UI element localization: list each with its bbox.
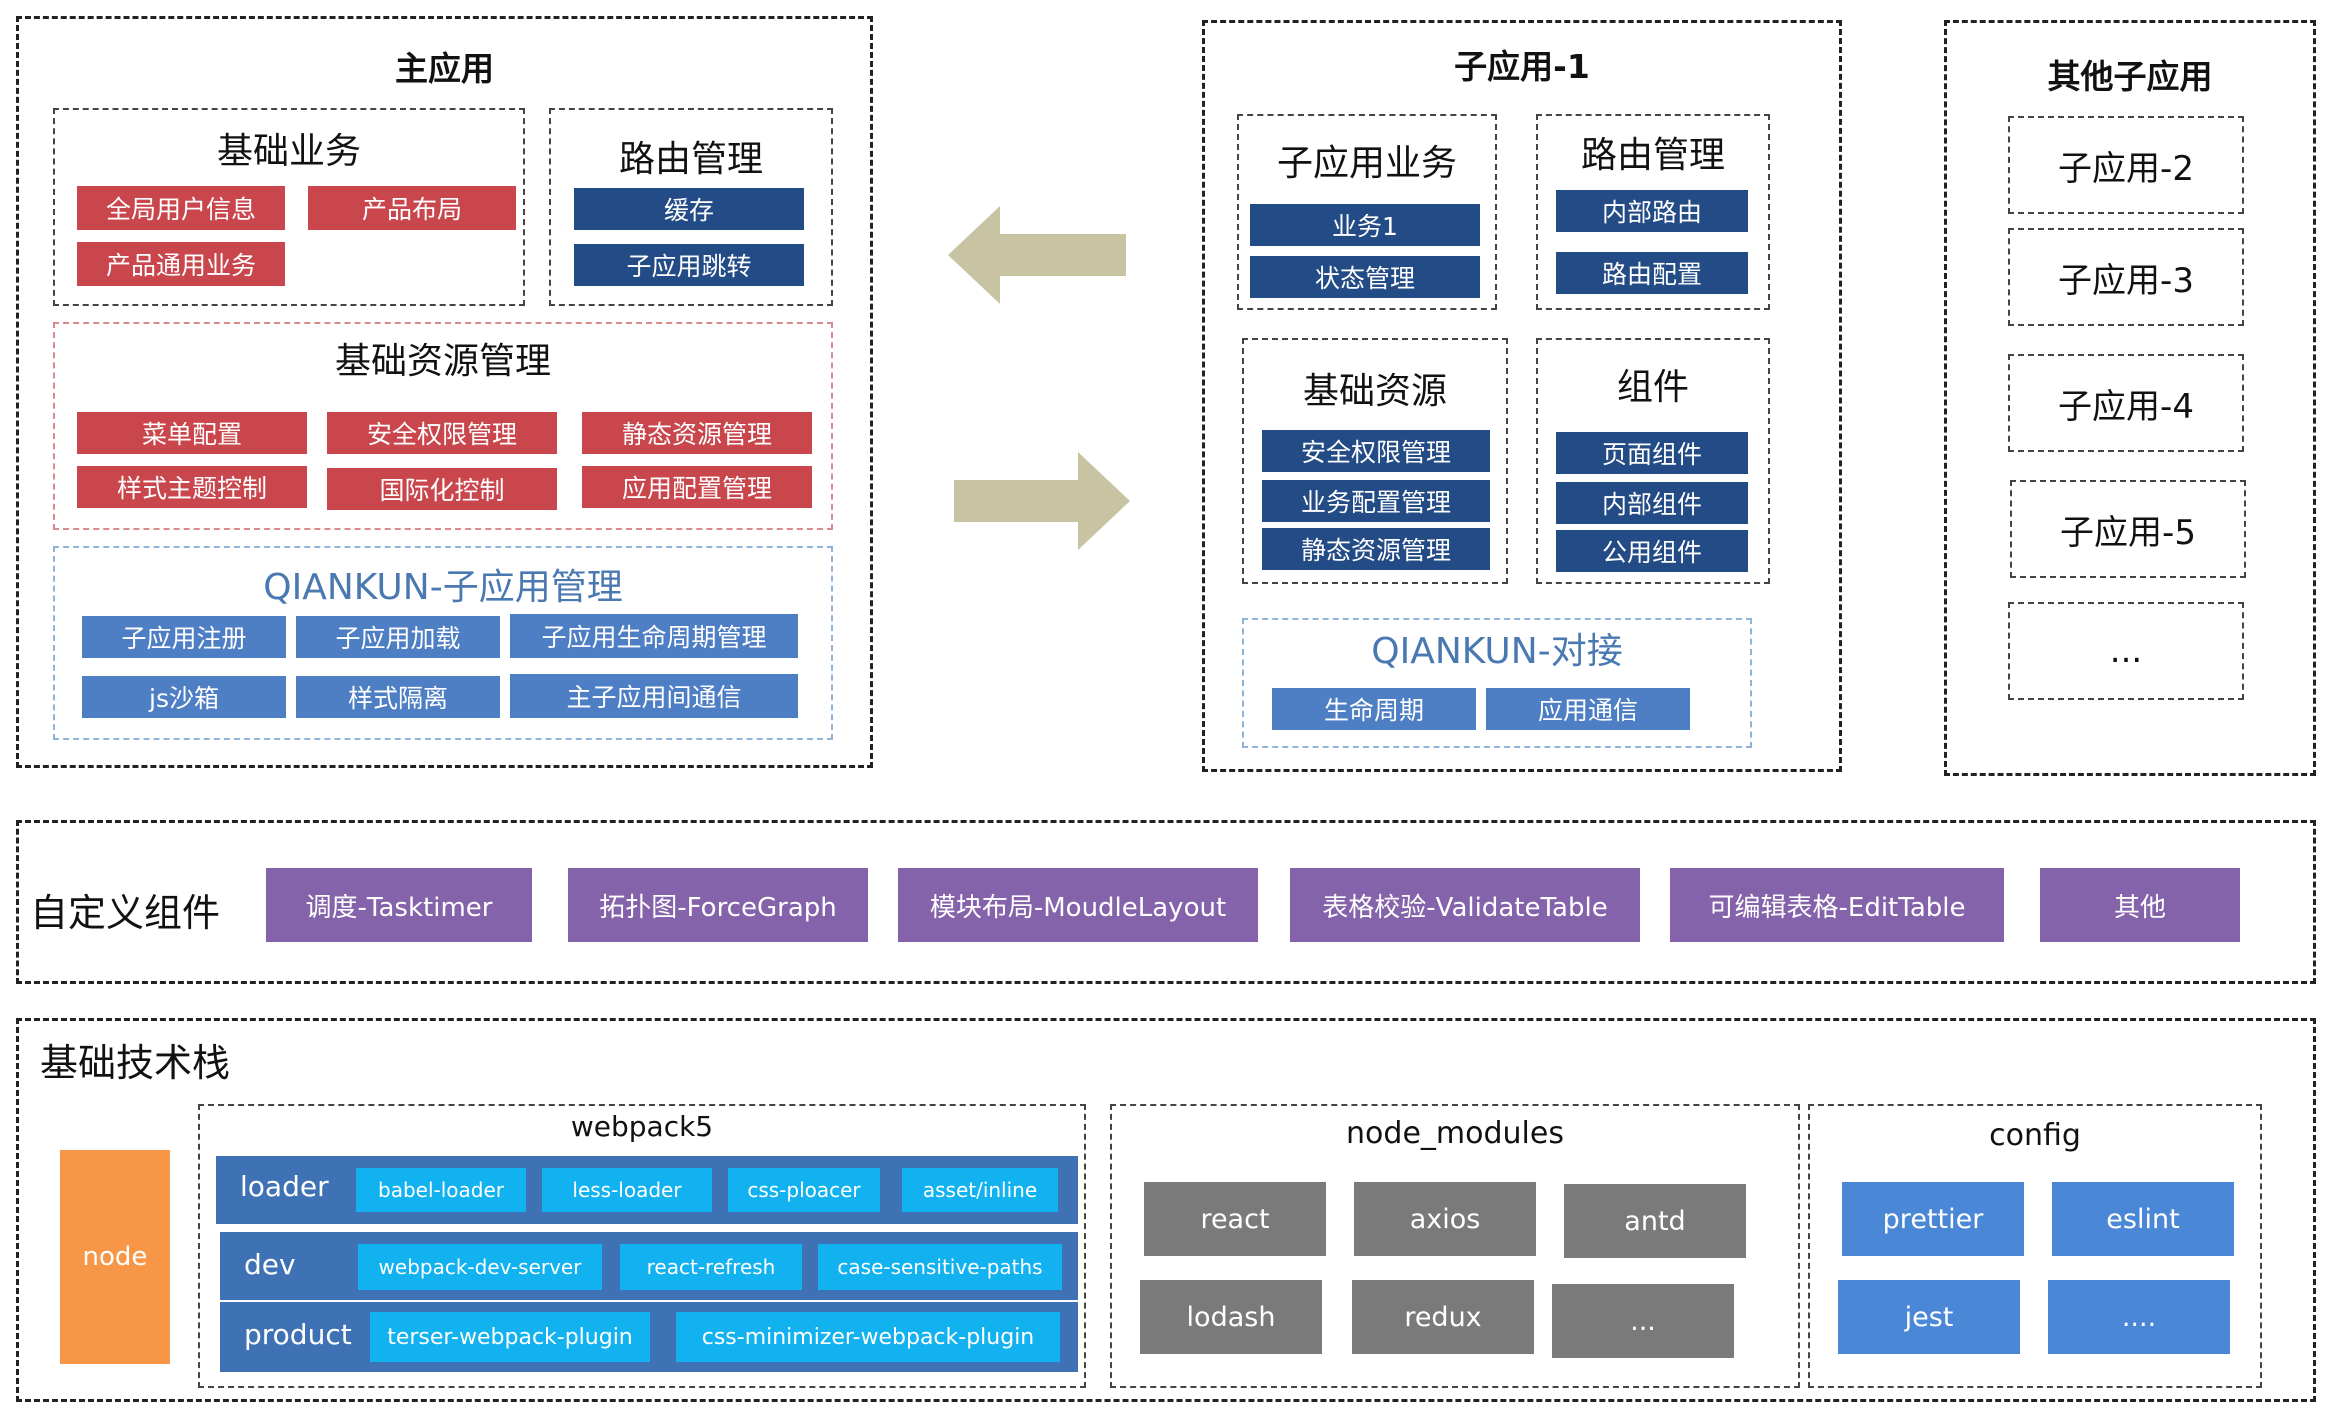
chip-style-isolation: 样式隔离 xyxy=(296,676,500,718)
chip-react-refresh: react-refresh xyxy=(620,1244,802,1290)
chip-css-minimizer-webpack-plugin: css-minimizer-webpack-plugin xyxy=(676,1312,1060,1362)
chip-internal-components: 内部组件 xyxy=(1556,482,1748,524)
chip-cache: 缓存 xyxy=(574,188,804,230)
arrow-right-icon xyxy=(954,452,1130,550)
chip-webpack-dev-server: webpack-dev-server xyxy=(358,1244,602,1290)
chip-other: 其他 xyxy=(2040,868,2240,942)
chip-security-permission: 安全权限管理 xyxy=(327,412,557,454)
chip-app-communication: 应用通信 xyxy=(1486,688,1690,730)
chip-sub-app-load: 子应用加载 xyxy=(296,616,500,658)
other-app-4: 子应用-4 xyxy=(2008,354,2244,452)
chip-business-config: 业务配置管理 xyxy=(1262,480,1490,522)
chip-config-more: .... xyxy=(2048,1280,2230,1354)
other-app-2: 子应用-2 xyxy=(2008,116,2244,214)
node-block: node xyxy=(60,1150,170,1364)
qiankun-integration-title: QIANKUN-对接 xyxy=(1371,631,1623,672)
sub-resources-group xyxy=(1242,338,1508,584)
sub-routing-group xyxy=(1536,114,1770,310)
chip-routing-config: 路由配置 xyxy=(1556,252,1748,294)
chip-sub-app-lifecycle: 子应用生命周期管理 xyxy=(510,614,798,658)
chip-moudlelayout: 模块布局-MoudleLayout xyxy=(898,868,1258,942)
sub-resources-title: 基础资源 xyxy=(1302,371,1447,412)
chip-sub-security-permission: 安全权限管理 xyxy=(1262,430,1490,472)
chip-static-resources: 静态资源管理 xyxy=(582,412,812,454)
chip-js-sandbox: js沙箱 xyxy=(82,676,286,718)
sub-business-title: 子应用业务 xyxy=(1276,143,1457,184)
chip-business-1: 业务1 xyxy=(1250,204,1480,246)
chip-style-theme: 样式主题控制 xyxy=(77,466,307,508)
chip-i18n: 国际化控制 xyxy=(327,468,557,510)
chip-react: react xyxy=(1144,1182,1326,1256)
chip-global-user-info: 全局用户信息 xyxy=(77,186,285,230)
chip-sub-app-jump: 子应用跳转 xyxy=(574,244,804,286)
chip-edittable: 可编辑表格-EditTable xyxy=(1670,868,2004,942)
chip-sub-app-register: 子应用注册 xyxy=(82,616,286,658)
node-modules-group xyxy=(1110,1104,1800,1388)
custom-components-panel xyxy=(16,820,2316,984)
chip-state-management: 状态管理 xyxy=(1250,256,1480,298)
chip-jest: jest xyxy=(1838,1280,2020,1354)
sub-routing-title: 路由管理 xyxy=(1580,135,1725,176)
other-app-3: 子应用-3 xyxy=(2008,228,2244,326)
chip-sub-static-resources: 静态资源管理 xyxy=(1262,528,1490,570)
chip-common-components: 公用组件 xyxy=(1556,530,1748,572)
qiankun-integration-group xyxy=(1242,618,1752,748)
chip-node-modules-more: ... xyxy=(1552,1284,1734,1358)
qiankun-management-group xyxy=(53,546,833,740)
chip-forcegraph: 拓扑图-ForceGraph xyxy=(568,868,868,942)
chip-product-layout: 产品布局 xyxy=(308,186,516,230)
chip-babel-loader: babel-loader xyxy=(356,1168,526,1212)
other-apps-title: 其他子应用 xyxy=(2047,57,2213,96)
chip-lifecycle: 生命周期 xyxy=(1272,688,1476,730)
other-app-more: ... xyxy=(2008,602,2244,700)
chip-prettier: prettier xyxy=(1842,1182,2024,1256)
chip-asset-inline: asset/inline xyxy=(902,1168,1058,1212)
chip-antd: antd xyxy=(1564,1184,1746,1258)
sub-app-1-title: 子应用-1 xyxy=(1454,47,1590,86)
chip-app-config: 应用配置管理 xyxy=(582,466,812,508)
other-app-5: 子应用-5 xyxy=(2010,480,2246,578)
chip-css-ploacer: css-ploacer xyxy=(728,1168,880,1212)
chip-menu-config: 菜单配置 xyxy=(77,412,307,454)
row-label-dev: dev xyxy=(244,1248,296,1281)
sub-components-title: 组件 xyxy=(1616,367,1689,408)
sub-components-group xyxy=(1536,338,1770,584)
other-apps-panel xyxy=(1944,20,2316,776)
chip-main-sub-communication: 主子应用间通信 xyxy=(510,674,798,718)
main-routing-group xyxy=(549,108,833,306)
chip-validatetable: 表格校验-ValidateTable xyxy=(1290,868,1640,942)
main-app-panel xyxy=(16,16,873,768)
chip-page-components: 页面组件 xyxy=(1556,432,1748,474)
basic-business-group xyxy=(53,108,525,306)
sub-app-1-panel xyxy=(1202,20,1842,772)
node-modules-title: node_modules xyxy=(1346,1116,1564,1151)
qiankun-management-title: QIANKUN-子应用管理 xyxy=(263,567,623,608)
chip-axios: axios xyxy=(1354,1182,1536,1256)
webpack-title: webpack5 xyxy=(570,1110,714,1143)
row-label-loader: loader xyxy=(240,1170,329,1203)
basic-resources-group xyxy=(53,322,833,530)
custom-components-title: 自定义组件 xyxy=(30,891,221,935)
chip-less-loader: less-loader xyxy=(542,1168,712,1212)
chip-internal-routing: 内部路由 xyxy=(1556,190,1748,232)
chip-terser-webpack-plugin: terser-webpack-plugin xyxy=(370,1312,650,1362)
row-label-product: product xyxy=(244,1318,352,1351)
chip-product-common-business: 产品通用业务 xyxy=(77,242,285,286)
main-app-title: 主应用 xyxy=(395,49,494,88)
sub-business-group xyxy=(1237,114,1497,310)
basic-business-title: 基础业务 xyxy=(216,131,361,172)
config-group xyxy=(1808,1104,2262,1388)
arrow-left-icon xyxy=(948,206,1126,304)
chip-case-sensitive-paths: case-sensitive-paths xyxy=(818,1244,1062,1290)
tech-stack-panel xyxy=(16,1018,2316,1402)
chip-redux: redux xyxy=(1352,1280,1534,1354)
chip-lodash: lodash xyxy=(1140,1280,1322,1354)
config-title: config xyxy=(1989,1118,2081,1153)
webpack-group xyxy=(198,1104,1086,1388)
main-routing-title: 路由管理 xyxy=(618,139,763,180)
basic-resources-title: 基础资源管理 xyxy=(334,341,551,382)
tech-stack-title: 基础技术栈 xyxy=(40,1041,231,1085)
chip-eslint: eslint xyxy=(2052,1182,2234,1256)
chip-tasktimer: 调度-Tasktimer xyxy=(266,868,532,942)
